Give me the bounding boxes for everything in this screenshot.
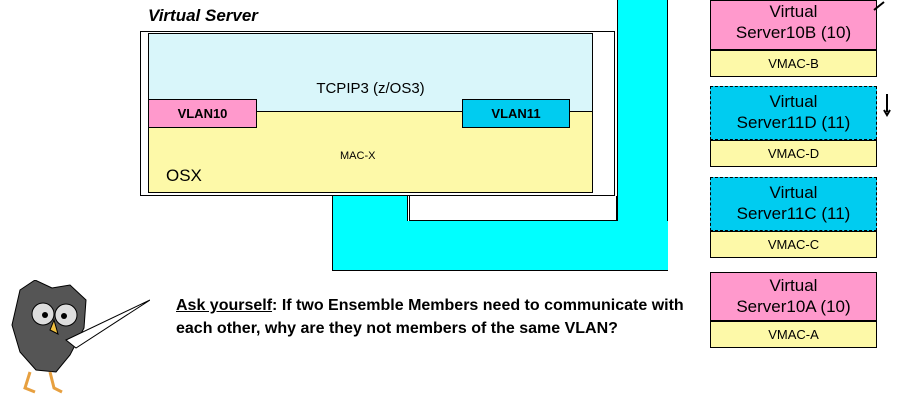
virtual-server-title: Virtual Server	[148, 6, 258, 25]
tcpip-label: TCPIP3 (z/OS3)	[316, 80, 425, 97]
network-pipe-bottom	[332, 221, 668, 271]
virtual-server-card-10a: Virtual Server10A (10)	[710, 272, 877, 321]
vmac-b-label: VMAC-B	[710, 50, 877, 77]
card-arrows-icon	[873, 1, 891, 117]
network-pipe-edge	[332, 270, 668, 271]
virtual-server-card-11c: Virtual Server11C (11)	[710, 177, 877, 231]
callout-colon: :	[272, 297, 278, 314]
callout-lead: Ask yourself	[176, 297, 273, 314]
network-pipe-gap	[409, 196, 617, 221]
virtual-server-card-title: Virtual Server10A (10)	[736, 276, 851, 316]
callout-text: Ask yourself: If two Ensemble Members ne…	[176, 294, 706, 340]
network-pipe-link	[332, 196, 408, 221]
vlan11-label: VLAN11	[462, 99, 570, 128]
callout-body: If two Ensemble Members need to communic…	[176, 297, 684, 337]
virtual-server-card-title: Virtual Server11D (11)	[736, 92, 851, 132]
virtual-server-card-title: Virtual Server11C (11)	[736, 183, 851, 223]
virtual-server-card-11d: Virtual Server11D (11)	[710, 86, 877, 140]
vmac-c-label: VMAC-C	[710, 231, 877, 258]
vmac-d-label: VMAC-D	[710, 140, 877, 167]
vmac-a-label: VMAC-A	[710, 321, 877, 348]
osx-label: OSX	[166, 166, 202, 185]
virtual-server-card-10b: Virtual Server10B (10)	[710, 0, 877, 50]
owl-icon	[11, 280, 150, 394]
virtual-server-card-title: Virtual Server10B (10)	[735, 2, 852, 42]
mac-x-label: MAC-X	[340, 150, 376, 162]
vlan10-label: VLAN10	[148, 99, 257, 128]
